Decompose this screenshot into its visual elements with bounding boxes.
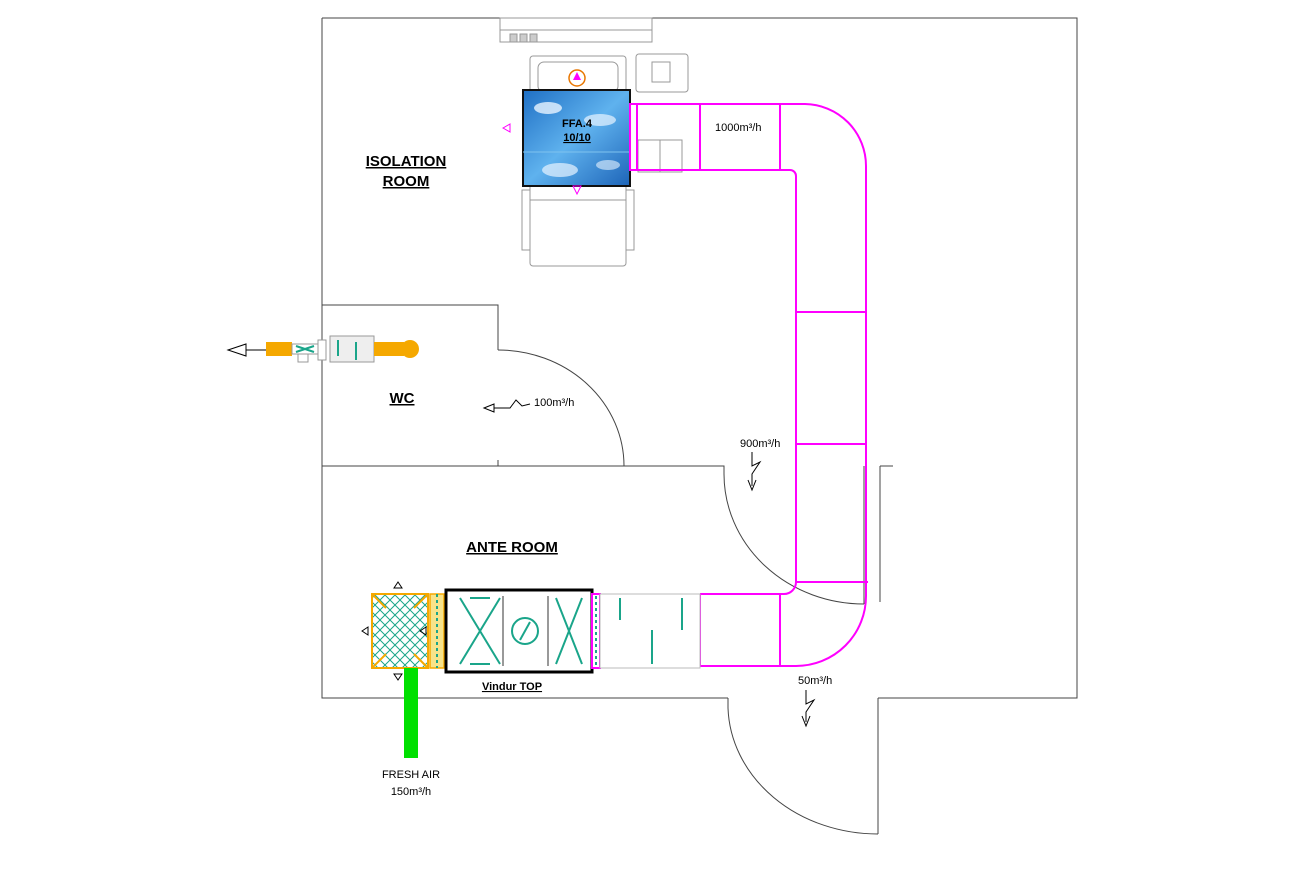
- wc-door-swing: [497, 349, 625, 467]
- ffa-label-ratio: 10/10: [563, 132, 591, 144]
- silencer: [599, 593, 701, 669]
- ahu-casing: [444, 588, 594, 674]
- ffa-unit: FFA.4 10/10: [501, 69, 631, 196]
- ffa-top-outlet-icon: [568, 69, 586, 87]
- exhaust-arrow-icon: [226, 343, 247, 357]
- telephone-icon: [635, 53, 689, 93]
- ahu-label: Vindur TOP: [482, 681, 542, 693]
- ante-transfer-flow-label: 50m³/h: [798, 675, 832, 687]
- ffa-label-name: FFA.4: [562, 118, 593, 130]
- bed-head-panel: [499, 17, 653, 43]
- pre-filter: [371, 593, 429, 669]
- ffa-bottom-outlet-icon: [572, 185, 582, 196]
- fresh-air-flow-label: 150m³/h: [391, 786, 431, 798]
- isolation-room-wall: [321, 17, 1078, 699]
- wc-wall: [322, 304, 499, 350]
- wc-flow-arrow-icon: [482, 399, 531, 413]
- isolation-room-label-2: ROOM: [383, 173, 430, 190]
- ffa-left-outlet-icon: [501, 123, 511, 133]
- wc-exhaust-flow-label: 100m³/h: [534, 397, 574, 409]
- ahu-fan-icon: [511, 617, 539, 645]
- supply-flow-label: 1000m³/h: [715, 122, 761, 134]
- filter-arrow-bottom: [393, 673, 403, 681]
- wc-bottom-wall: [322, 465, 725, 474]
- ahu-unit: Vindur TOP: [361, 581, 701, 693]
- fresh-air-label: FRESH AIR: [382, 769, 440, 781]
- wc-label: WC: [390, 390, 415, 407]
- filter-arrow-left: [361, 626, 369, 636]
- isolation-transfer-arrow-icon: [747, 452, 762, 492]
- ante-transfer-arrow-icon: [801, 690, 816, 728]
- supply-duct: [629, 103, 868, 667]
- isolation-room-label: ISOLATION: [366, 153, 447, 170]
- isolation-door-swing: [723, 473, 865, 605]
- isolation-transfer-flow-label: 900m³/h: [740, 438, 780, 450]
- ffa-side-box: [637, 139, 683, 173]
- ante-room-wall: [322, 465, 725, 474]
- wc-exhaust: [226, 335, 419, 363]
- walls: [321, 17, 1078, 835]
- fresh-air-duct: [404, 668, 418, 758]
- filter-arrow-top: [393, 581, 403, 589]
- ante-room-label: ANTE ROOM: [466, 539, 558, 556]
- entrance-door-swing: [727, 707, 879, 835]
